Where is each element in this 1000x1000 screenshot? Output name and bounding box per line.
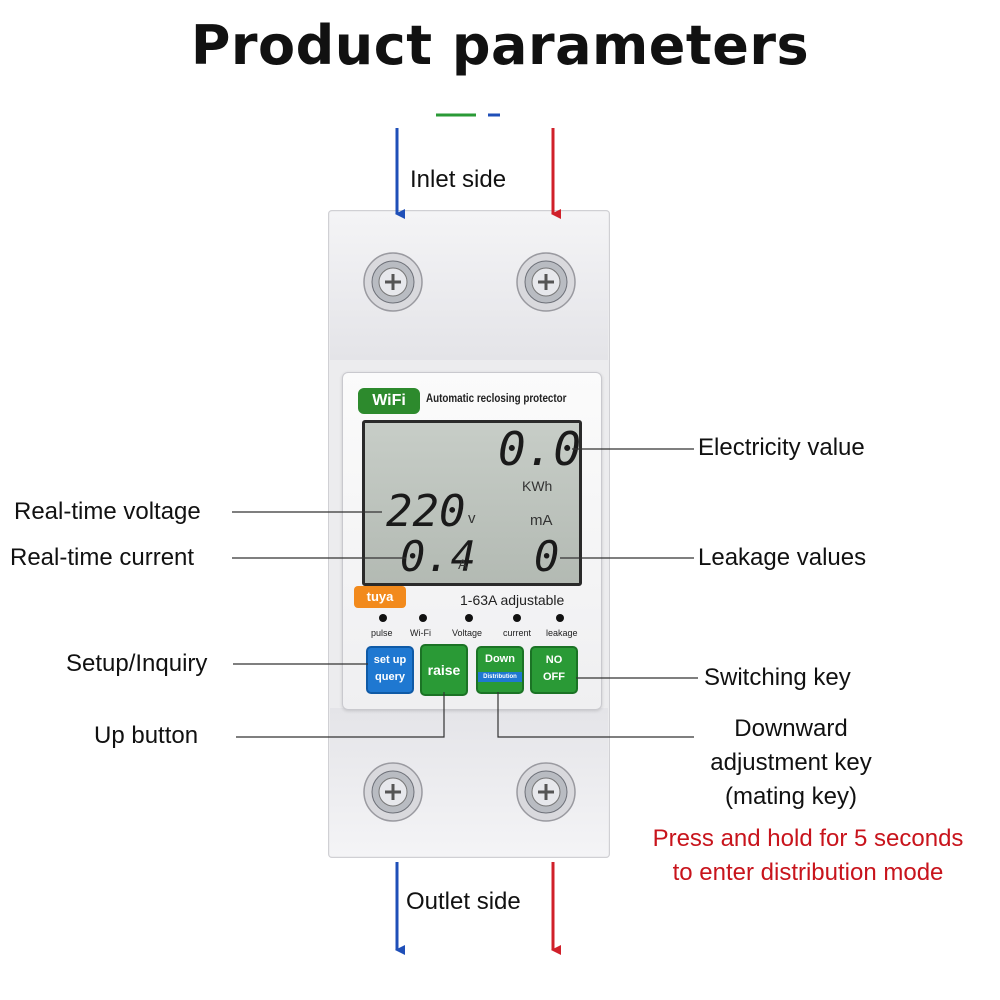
indicator-label: pulse <box>371 628 393 638</box>
leakage-values-label: Leakage values <box>698 544 867 571</box>
lcd-leakage-unit: mA <box>530 512 553 529</box>
terminal-screw-icon <box>363 252 423 312</box>
indicator-label: leakage <box>546 628 578 638</box>
on-key-label: NO <box>545 654 563 666</box>
terminal-screw-icon <box>363 762 423 822</box>
current-led <box>513 614 521 622</box>
page-title: Product parameters <box>190 14 810 77</box>
setup-key-label: set up <box>373 654 407 666</box>
lcd-voltage-value: 220 <box>386 486 466 537</box>
lcd-current-value: 0.4 <box>400 532 476 581</box>
tuya-logo: tuya <box>354 586 406 608</box>
terminal-screw-icon <box>516 762 576 822</box>
leader-down <box>497 692 694 738</box>
up-button-label: Up button <box>94 722 199 749</box>
off-key-label: OFF <box>543 671 565 683</box>
setup-inquiry-label: Setup/Inquiry <box>66 650 208 677</box>
real-time-current-label: Real-time current <box>10 544 195 571</box>
lcd-energy-unit: KWh <box>522 478 553 494</box>
terminal-screw-icon <box>516 252 576 312</box>
distribution-key-label: Distribution <box>478 672 522 682</box>
lcd-energy-value: 0.0 <box>498 422 582 476</box>
voltage-led <box>465 614 473 622</box>
downward-line-1: Downward <box>734 715 848 742</box>
setup-query-key[interactable]: set up query <box>366 646 414 694</box>
switching-key-label: Switching key <box>704 664 851 691</box>
distribution-note: Press and hold for 5 seconds to enter di… <box>626 822 990 890</box>
on-off-key[interactable]: NO OFF <box>530 646 578 694</box>
leader-up <box>236 692 445 738</box>
note-line-1: Press and hold for 5 seconds <box>652 825 964 852</box>
real-time-voltage-label: Real-time voltage <box>14 498 201 525</box>
wifi-badge: WiFi <box>358 388 420 414</box>
indicator-label: Wi-Fi <box>410 628 431 638</box>
lcd-leakage-value: 0 <box>534 532 560 581</box>
down-key-label: Down <box>485 653 515 665</box>
lcd-current-unit: A <box>458 556 468 572</box>
note-line-2: to enter distribution mode <box>672 859 944 886</box>
indicator-label: current <box>503 628 532 638</box>
downward-key-label: Downward adjustment key (mating key) <box>696 712 886 814</box>
pulse-led <box>379 614 387 622</box>
query-key-label: query <box>375 671 405 683</box>
inlet-side-label: Inlet side <box>410 166 507 193</box>
downward-line-3: (mating key) <box>724 783 858 810</box>
leakage-led <box>556 614 564 622</box>
electricity-value-label: Electricity value <box>698 434 865 461</box>
range-text: 1-63A adjustable <box>460 592 565 608</box>
outlet-side-label: Outlet side <box>406 888 521 915</box>
lcd-voltage-unit: v <box>468 510 476 527</box>
downward-line-2: adjustment key <box>710 749 872 776</box>
wifi-led <box>419 614 427 622</box>
product-name: Automatic reclosing protector <box>426 391 567 405</box>
indicator-label: Voltage <box>452 628 483 638</box>
down-key[interactable]: Down Distribution <box>476 646 524 694</box>
